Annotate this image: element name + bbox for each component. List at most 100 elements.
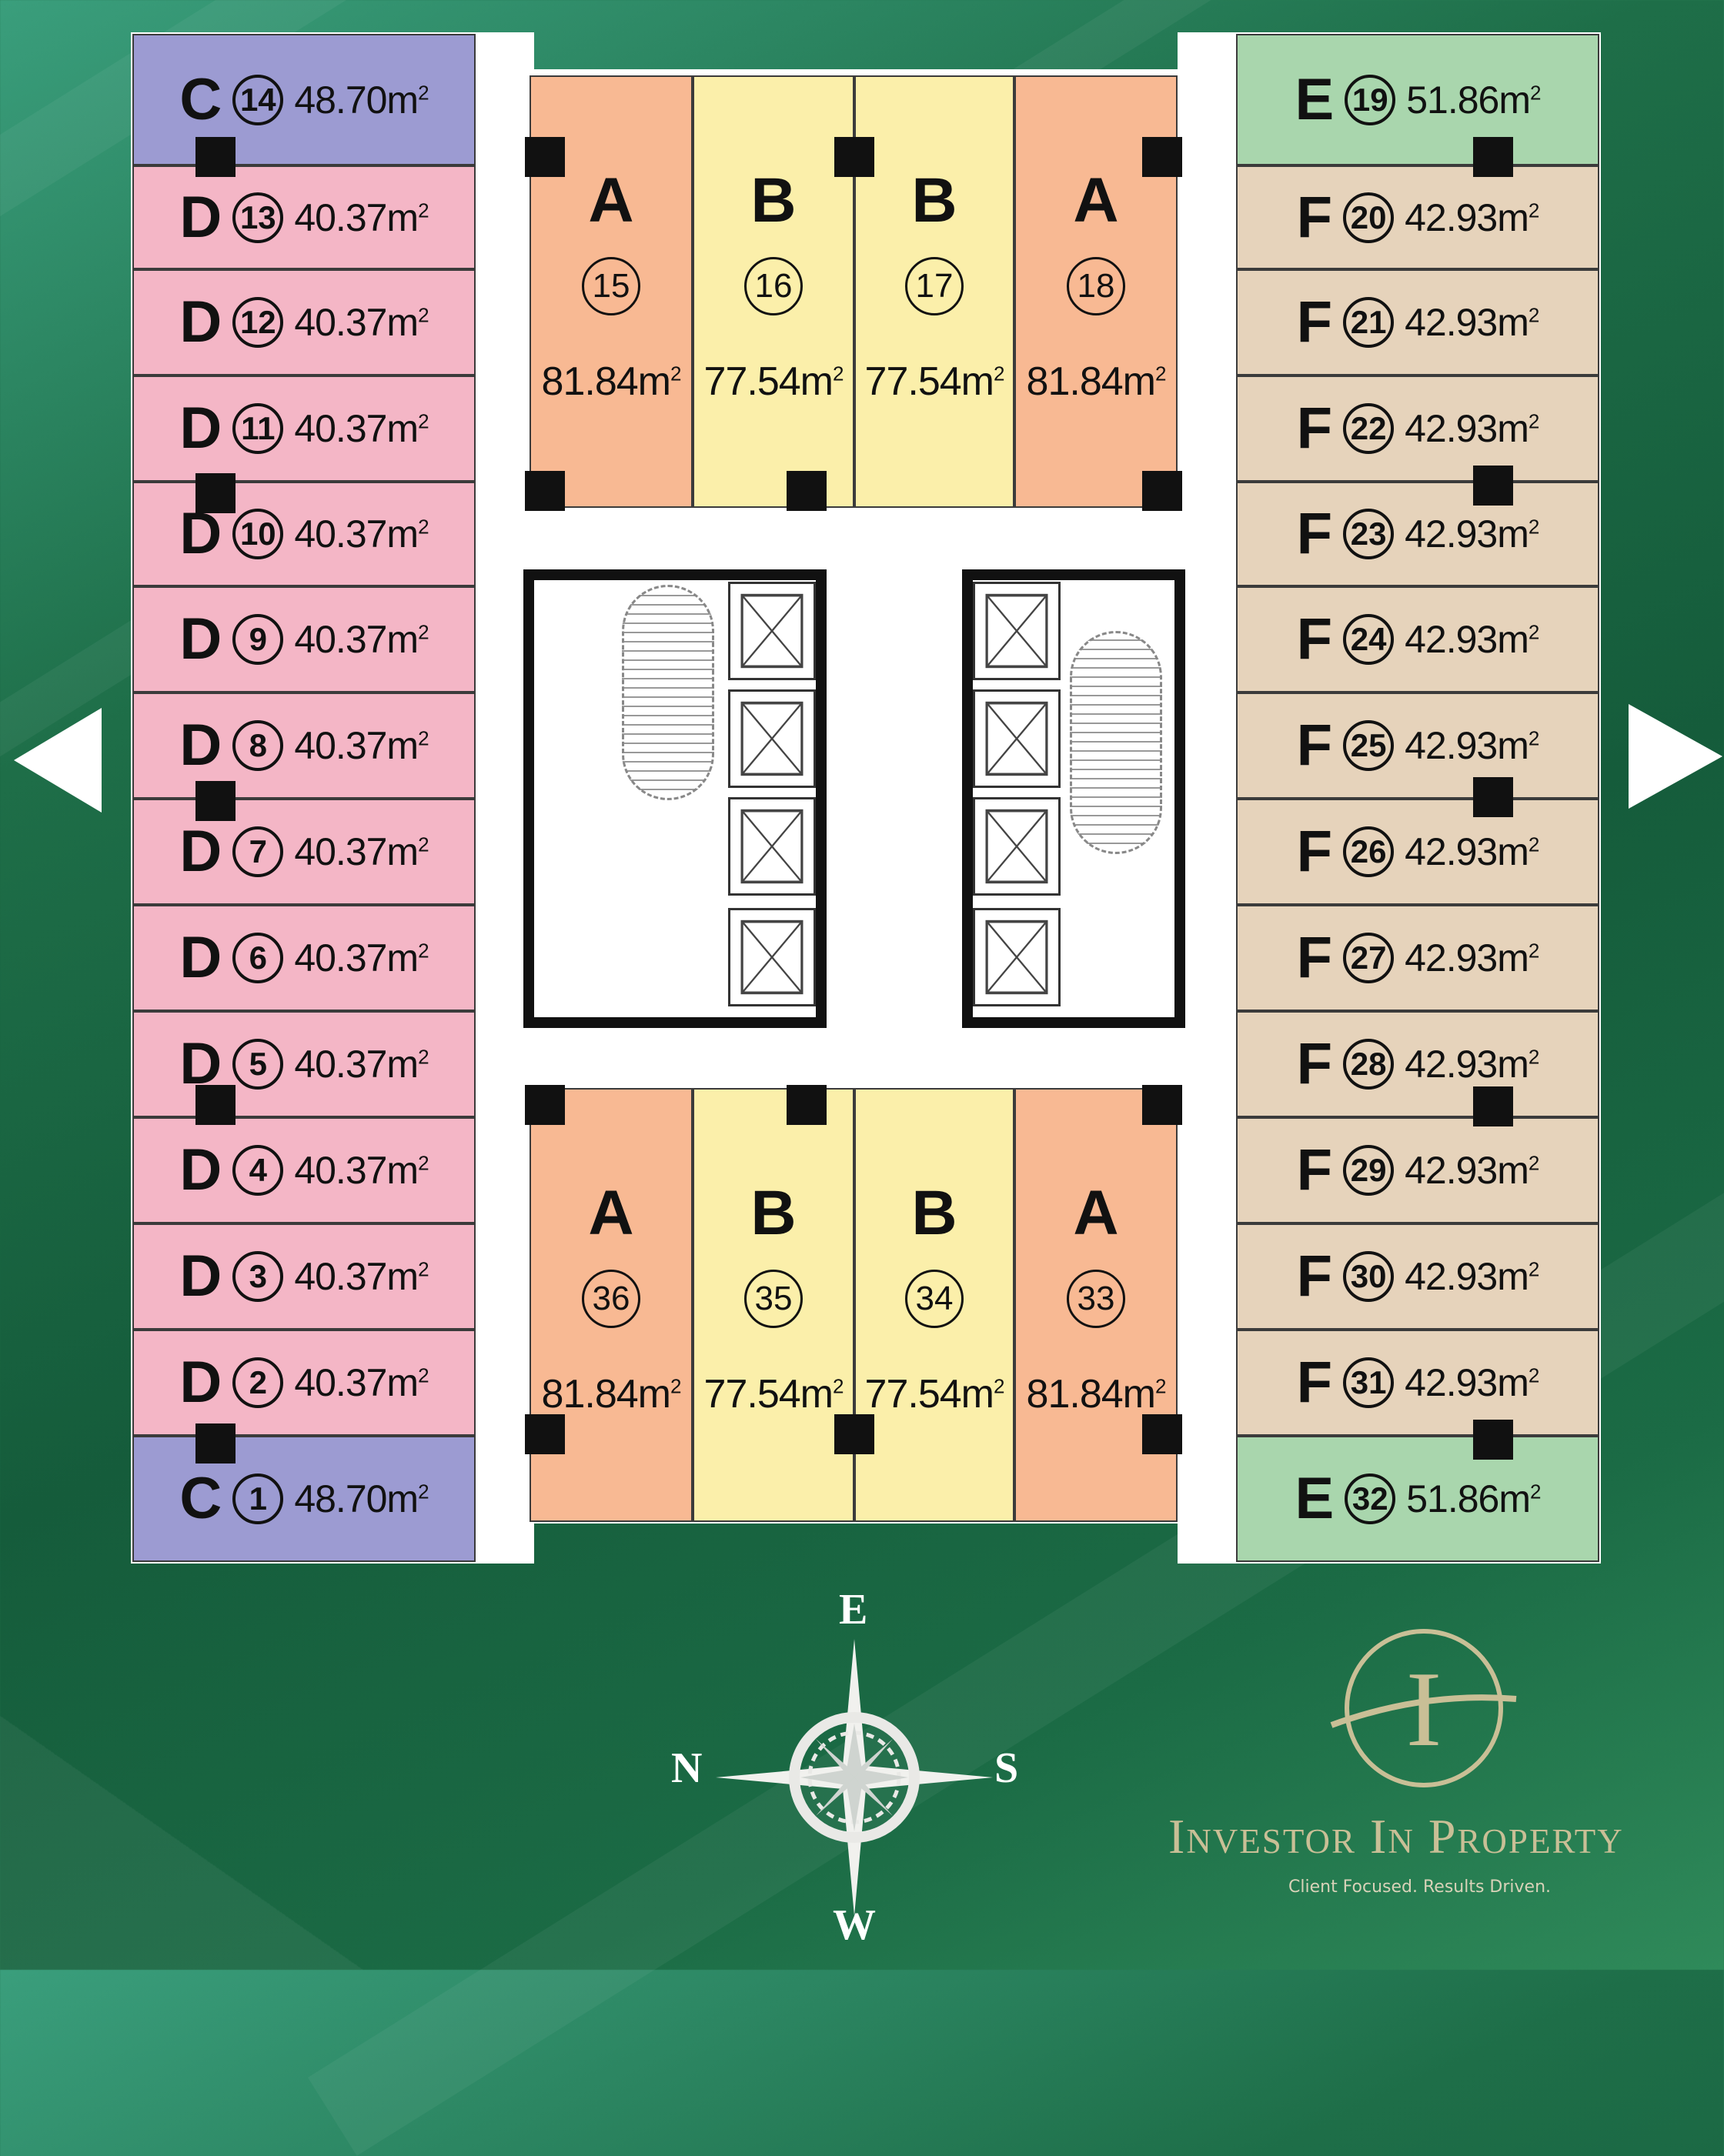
unit-area: 42.93m2 [1405,303,1539,342]
unit-number-badge: 1 [232,1473,284,1524]
unit-type: B [750,165,797,235]
unit-type: D [179,501,222,566]
unit-area: 51.86m2 [1406,1480,1541,1518]
next-arrow-icon[interactable] [1629,704,1722,809]
unit-number-badge: 9 [232,614,284,665]
unit-area-superscript: 2 [1154,362,1167,385]
unit-area-superscript: 2 [1528,1151,1540,1175]
unit-number-badge: 28 [1343,1039,1395,1090]
unit-area-superscript: 2 [418,515,429,539]
unit-area-superscript: 2 [418,1151,429,1175]
structural-column [195,1423,236,1463]
unit-area-value: 40.37m [294,407,419,450]
unit-area: 51.86m2 [1406,81,1541,119]
unit-area: 40.37m2 [294,199,429,237]
prev-arrow-icon[interactable] [14,708,102,813]
elevator-icon [973,908,1061,1006]
unit-area: 40.37m2 [294,726,429,765]
unit-type: F [1296,184,1333,250]
elevator-icon [728,582,816,680]
unit-area-superscript: 2 [418,726,429,750]
structural-column [787,471,827,511]
unit-area: 81.84m2 [542,1374,682,1414]
unit-number-badge: 32 [1345,1473,1396,1524]
unit-type: E [1295,1466,1335,1531]
unit-area-value: 40.37m [294,301,419,344]
compass-right-label: S [994,1744,1019,1792]
unit-area: 42.93m2 [1405,726,1539,765]
brand-monogram: I [1406,1650,1442,1769]
unit-area-value: 77.54m [864,1372,994,1417]
unit-number-badge: 3 [232,1251,284,1302]
structural-column [525,137,565,177]
unit-area-value: 40.37m [294,1255,419,1298]
unit-type: B [911,165,957,235]
unit-number-badge: 35 [744,1270,803,1328]
unit-area-value: 48.70m [294,78,419,122]
unit-type: A [588,1178,634,1248]
unit-area-value: 42.93m [1405,301,1529,344]
structural-column [1142,1085,1182,1125]
structural-column [1142,137,1182,177]
unit-area-value: 42.93m [1405,936,1529,980]
unit-area: 40.37m2 [294,301,429,344]
unit-area-value: 77.54m [703,1372,834,1417]
unit-area-superscript: 2 [993,1374,1005,1398]
unit-number-badge: 22 [1343,403,1395,454]
unit-area-superscript: 2 [418,939,429,963]
unit-type: F [1296,289,1333,355]
structural-column [1473,777,1513,817]
structural-column [195,1085,236,1125]
unit-area-superscript: 2 [418,80,429,104]
unit-type: A [588,165,634,235]
unit-number-badge: 17 [905,257,964,315]
elevator-icon [973,582,1061,680]
structural-column [1142,471,1182,511]
unit-number-badge: 12 [232,297,284,348]
structural-column [195,781,236,821]
